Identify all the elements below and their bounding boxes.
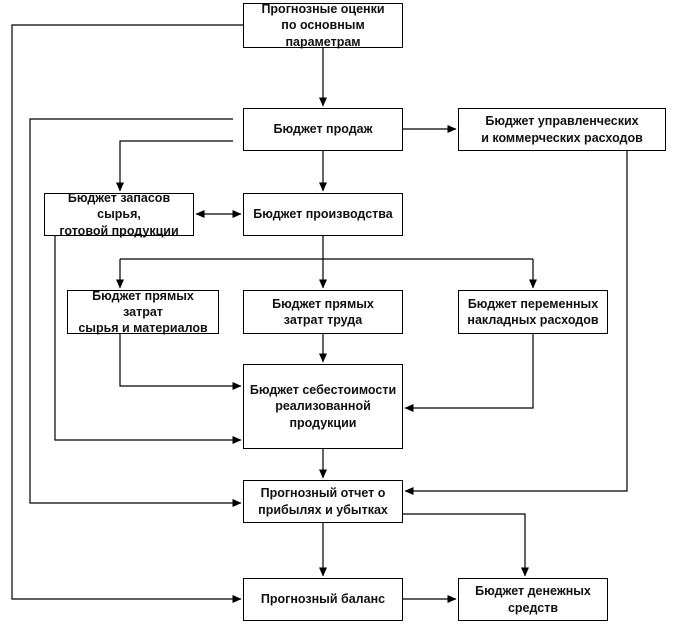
arrow-overhead-to-cost [404,334,534,412]
cost-of-goods-sold-box: Бюджет себестоимости реализованной проду… [243,364,403,449]
admin-commercial-expenses-box: Бюджет управленческих и коммерческих рас… [458,108,666,151]
direct-labor-budget-box: Бюджет прямых затрат труда [243,290,403,334]
arrow-sales-to-stock [116,140,233,192]
inventory-budget-box: Бюджет запасов сырья, готовой продукции [44,191,194,238]
arrow-admin-to-profit-loss [404,151,628,495]
cash-budget-box: Бюджет денежных средств [458,578,608,621]
variable-overhead-budget-box: Бюджет переменных накладных расходов [458,290,608,334]
arrow-stock-to-cost [54,236,242,444]
arrow-materials-to-cost [119,334,242,390]
arrow-sales-to-profit-loss [29,118,242,507]
forecast-balance-box: Прогнозный баланс [243,578,403,621]
sales-budget-box: Бюджет продаж [243,108,403,151]
arrow-profit-loss-to-cash [403,513,529,577]
profit-loss-forecast-box: Прогнозный отчет о прибылях и убытках [243,480,403,523]
arrow-forecast-to-balance [11,24,243,603]
production-budget-box: Бюджет производства [243,193,403,236]
direct-materials-budget-box: Бюджет прямых затрат сырья и материалов [67,289,219,335]
forecast-estimates-box: Прогнозные оценки по основным параметрам [243,2,403,49]
